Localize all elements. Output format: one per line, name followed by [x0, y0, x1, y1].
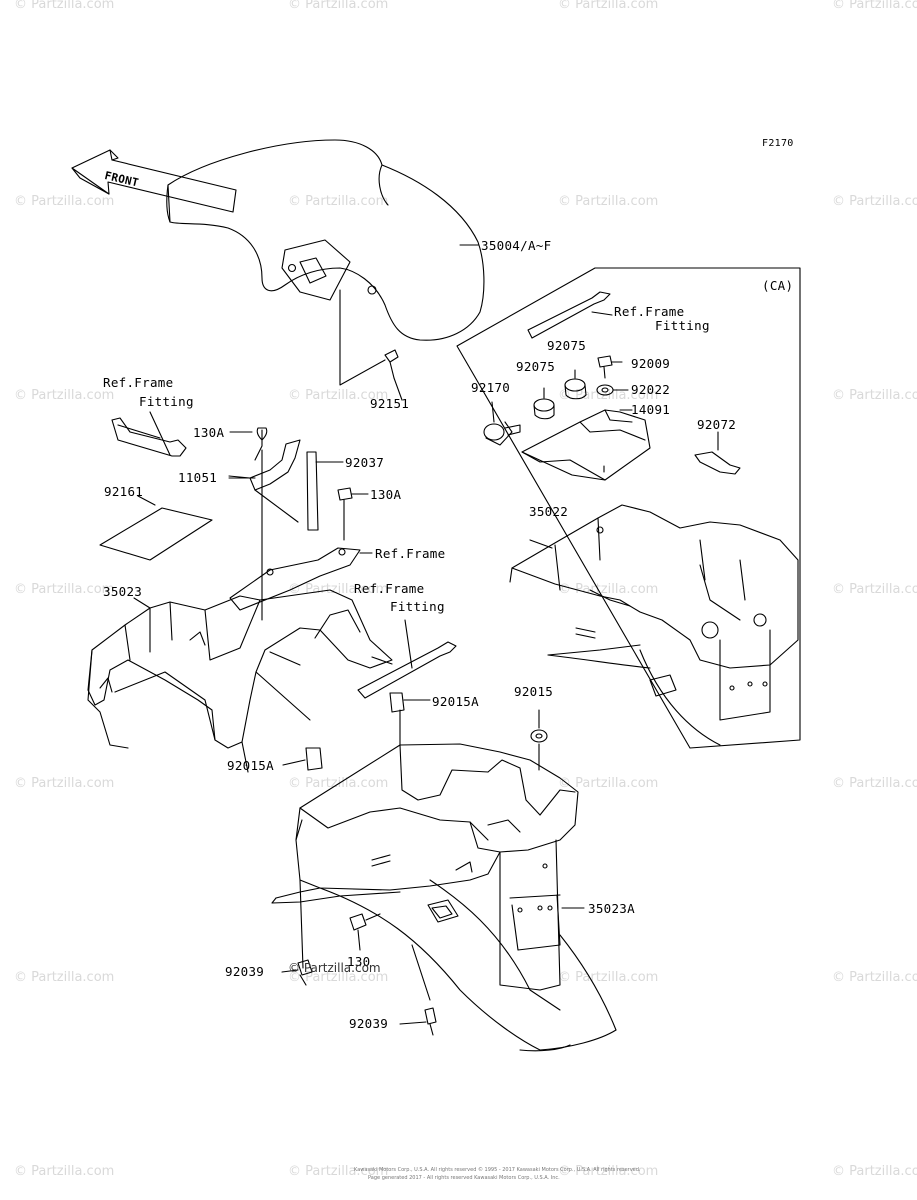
undertray-35023: [87, 589, 393, 773]
part-label-130: 130: [347, 954, 371, 969]
watermark: © Partzilla.com: [288, 0, 389, 12]
ca-washer-92022: [596, 384, 629, 396]
watermark: © Partzilla.com: [832, 582, 917, 597]
grommet-92015A: [305, 692, 405, 771]
part-label-92039: 92039: [349, 1016, 389, 1031]
ca-clip-92072: [694, 431, 741, 475]
watermark-foreground: © Partzilla.com: [288, 961, 381, 975]
watermark: © Partzilla.com: [14, 194, 115, 209]
part-label-92022: 92022: [631, 382, 671, 397]
part-label-130A: 130A: [370, 487, 402, 502]
ref-frame-fitting-left: [111, 411, 187, 457]
part-label-92015A: 92015A: [227, 758, 274, 773]
rear-fender-35023A: [271, 743, 617, 1052]
watermark: © Partzilla.com: [14, 582, 115, 597]
watermark: © Partzilla.com: [14, 388, 115, 403]
part-label-35023A: 35023A: [588, 901, 635, 916]
part-label-92015A: 92015A: [432, 694, 479, 709]
part-label-35023: 35023: [103, 584, 143, 599]
part-label-92009: 92009: [631, 356, 671, 371]
watermark: © Partzilla.com: [832, 776, 917, 791]
bolt-130: [349, 913, 381, 951]
part-label-35004: 35004/A~F: [481, 238, 552, 253]
ref-label: Ref.Frame: [375, 546, 446, 561]
ca-undertray-35022: [509, 504, 799, 746]
footer-line: Page generated 2017 - All rights reserve…: [368, 1175, 560, 1181]
ref-label: Ref.Frame: [614, 304, 685, 319]
ref-label: Ref.Frame: [354, 581, 425, 596]
watermark: © Partzilla.com: [288, 1164, 389, 1179]
watermark: © Partzilla.com: [832, 388, 917, 403]
ca-grommets: [533, 369, 587, 420]
ca-bolt-92009: [597, 355, 623, 379]
ca-cap-92170: [483, 401, 521, 446]
part-label-92151: 92151: [370, 396, 410, 411]
watermark: © Partzilla.com: [288, 970, 389, 985]
watermark: © Partzilla.com: [558, 582, 659, 597]
watermark: © Partzilla.com: [14, 970, 115, 985]
part-label-130A: 130A: [193, 425, 225, 440]
watermark: © Partzilla.com: [558, 970, 659, 985]
ref-label: Fitting: [390, 599, 445, 614]
ref-label: Ref.Frame: [103, 375, 174, 390]
front-arrow-icon: [71, 149, 237, 213]
watermark: © Partzilla.com: [558, 776, 659, 791]
watermark: © Partzilla.com: [14, 1164, 115, 1179]
part-label-11051: 11051: [178, 470, 218, 485]
region-label: (CA): [762, 278, 794, 293]
part-label-14091: 14091: [631, 402, 671, 417]
watermark: © Partzilla.com: [558, 0, 659, 12]
watermark: © Partzilla.com: [558, 194, 659, 209]
footer-line: Kawasaki Motors Corp., U.S.A. All rights…: [354, 1167, 641, 1173]
ref-label: Fitting: [139, 394, 194, 409]
watermark: © Partzilla.com: [14, 0, 115, 12]
watermark: © Partzilla.com: [832, 0, 917, 12]
watermark: © Partzilla.com: [832, 970, 917, 985]
bracket-11051: [228, 427, 319, 621]
screw-92039: [297, 944, 437, 1036]
pad-92161: [99, 507, 213, 561]
watermark: © Partzilla.com: [832, 1164, 917, 1179]
part-label-92170: 92170: [471, 380, 511, 395]
part-label-92072: 92072: [697, 417, 737, 432]
diagram-code: F2170: [762, 138, 794, 149]
front-fender: [166, 139, 485, 386]
bolt-130A: [337, 487, 353, 541]
part-label-92075: 92075: [516, 359, 556, 374]
part-label-92075: 92075: [547, 338, 587, 353]
watermark: © Partzilla.com: [558, 388, 659, 403]
watermark: © Partzilla.com: [558, 1164, 659, 1179]
part-label-92015: 92015: [514, 684, 554, 699]
part-label-92161: 92161: [104, 484, 144, 499]
watermark: © Partzilla.com: [14, 776, 115, 791]
part-label-92039: 92039: [225, 964, 265, 979]
ca-ref-frame-fitting: [527, 291, 613, 339]
part-label-35022: 35022: [529, 504, 569, 519]
ca-region-box: [456, 267, 801, 749]
washer-92015: [530, 709, 548, 771]
watermark: © Partzilla.com: [288, 194, 389, 209]
part-label-92037: 92037: [345, 455, 385, 470]
bolt-92151: [384, 349, 403, 401]
ref-frame-bracket: [229, 547, 373, 611]
ref-frame-fitting-mid: [357, 619, 457, 699]
watermark: © Partzilla.com: [288, 388, 389, 403]
ref-label: Fitting: [655, 318, 710, 333]
leader-lines: [133, 244, 585, 1025]
watermark: © Partzilla.com: [832, 194, 917, 209]
ca-bracket-14091: [521, 409, 651, 481]
